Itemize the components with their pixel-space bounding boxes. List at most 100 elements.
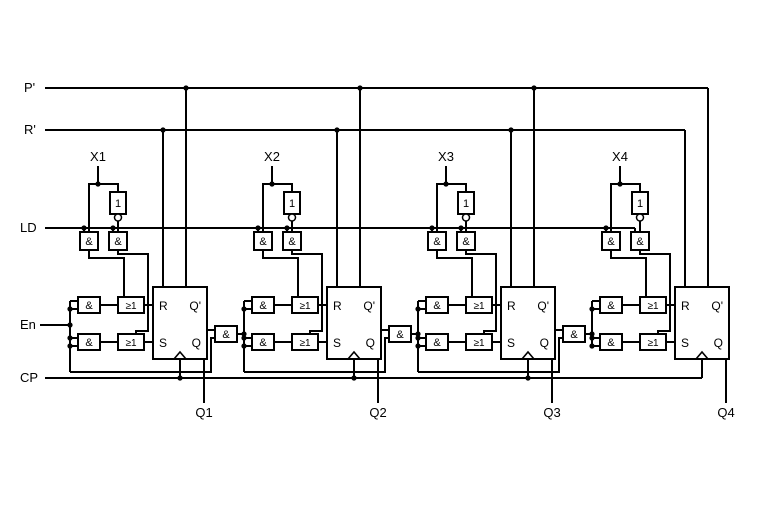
chain-to-carry-and xyxy=(70,337,215,373)
junction-dot xyxy=(415,331,421,337)
load-and-gate xyxy=(79,231,99,251)
load-and-out-right xyxy=(291,250,323,334)
flipflop xyxy=(674,286,730,360)
x-branch-left xyxy=(262,183,272,232)
x-branch-left xyxy=(88,183,98,232)
junction-dot xyxy=(603,225,609,231)
flipflop-label-qbar: Q' xyxy=(363,299,375,313)
carry-and-gate xyxy=(562,325,586,343)
junction-dot xyxy=(177,375,183,381)
or-gate-label: ≥1 xyxy=(473,338,484,349)
and-gate-label: & xyxy=(433,236,441,248)
bus-label-cp: CP xyxy=(20,370,38,385)
bus-label-p-prime: P' xyxy=(24,80,35,95)
flipflop-label-s: S xyxy=(681,336,689,350)
x-branch-to-inverter xyxy=(446,183,467,192)
junction-dot xyxy=(589,306,595,312)
load-and-out-right xyxy=(465,250,497,334)
or-gate xyxy=(117,333,145,351)
junction-dot xyxy=(334,127,340,133)
junction-dot xyxy=(67,343,73,349)
and-gate-label: & xyxy=(288,236,296,248)
carry-and-gate-label: & xyxy=(570,329,578,341)
carry-and-gate-label: & xyxy=(222,329,230,341)
and-gate xyxy=(251,333,275,351)
inverter-bubble-icon xyxy=(287,213,297,222)
junction-dot xyxy=(241,306,247,312)
x-branch-left xyxy=(436,183,446,232)
junction-dot xyxy=(241,331,247,337)
or-gate xyxy=(291,296,319,314)
and-gate-label: & xyxy=(462,236,470,248)
bus-label-r-prime: R' xyxy=(24,122,36,137)
chain-to-carry-and xyxy=(244,337,389,373)
flipflop-label-qbar: Q' xyxy=(189,299,201,313)
and-gate xyxy=(77,333,101,351)
flipflop-label-r: R xyxy=(507,299,516,313)
load-and-out-right xyxy=(117,250,149,334)
junction-dot xyxy=(429,225,435,231)
junction-dot xyxy=(458,225,464,231)
junction-dot xyxy=(81,225,87,231)
flipflop-label-q: Q xyxy=(366,336,375,350)
carry-and-gate-label: & xyxy=(396,329,404,341)
flipflop xyxy=(326,286,382,360)
load-and-out-left xyxy=(610,250,647,297)
and-gate xyxy=(599,296,623,314)
clock-triangle-icon xyxy=(695,350,709,360)
junction-dot xyxy=(269,181,275,187)
flipflop xyxy=(500,286,556,360)
flipflop xyxy=(152,286,208,360)
inverter-label: 1 xyxy=(463,198,469,210)
and-gate-label: & xyxy=(433,337,441,349)
or-gate xyxy=(639,333,667,351)
or-gate xyxy=(117,296,145,314)
junction-dot xyxy=(357,85,363,91)
stage-input-label: X1 xyxy=(90,149,106,164)
junction-dot xyxy=(351,375,357,381)
x-branch-to-inverter xyxy=(620,183,641,192)
or-gate-label: ≥1 xyxy=(125,338,136,349)
junction-dot xyxy=(508,127,514,133)
or-gate-label: ≥1 xyxy=(299,301,310,312)
chain-to-carry-and xyxy=(418,337,563,373)
flipflop-label-s: S xyxy=(333,336,341,350)
flipflop-label-r: R xyxy=(333,299,342,313)
and-gate-label: & xyxy=(259,300,267,312)
and-gate-label: & xyxy=(85,236,93,248)
stage-output-label: Q3 xyxy=(543,405,560,420)
and-gate xyxy=(425,333,449,351)
load-and-out-left xyxy=(88,250,125,297)
inverter-bubble-icon xyxy=(461,213,471,222)
or-gate xyxy=(291,333,319,351)
junction-dot xyxy=(284,225,290,231)
or-gate-label: ≥1 xyxy=(299,338,310,349)
inverter-bubble-icon xyxy=(635,213,645,222)
and-gate-label: & xyxy=(607,300,615,312)
inverter-label: 1 xyxy=(115,198,121,210)
stage-output-label: Q1 xyxy=(195,405,212,420)
junction-dot xyxy=(443,181,449,187)
carry-and-gate xyxy=(388,325,412,343)
load-and-gate xyxy=(108,231,128,251)
junction-dot xyxy=(241,335,247,341)
flipflop-label-s: S xyxy=(507,336,515,350)
junction-dot xyxy=(531,85,537,91)
flipflop-label-qbar: Q' xyxy=(711,299,723,313)
flipflop-label-q: Q xyxy=(192,336,201,350)
or-gate xyxy=(465,333,493,351)
junction-dot xyxy=(67,306,73,312)
x-branch-left xyxy=(610,183,620,232)
and-gate-label: & xyxy=(607,236,615,248)
and-gate-label: & xyxy=(85,337,93,349)
load-and-out-right xyxy=(639,250,671,334)
load-and-gate xyxy=(630,231,650,251)
stage-input-label: X4 xyxy=(612,149,628,164)
junction-dot xyxy=(67,322,73,328)
junction-dot xyxy=(415,335,421,341)
clock-triangle-icon xyxy=(521,350,535,360)
or-gate xyxy=(465,296,493,314)
junction-dot xyxy=(589,335,595,341)
or-gate-label: ≥1 xyxy=(647,301,658,312)
